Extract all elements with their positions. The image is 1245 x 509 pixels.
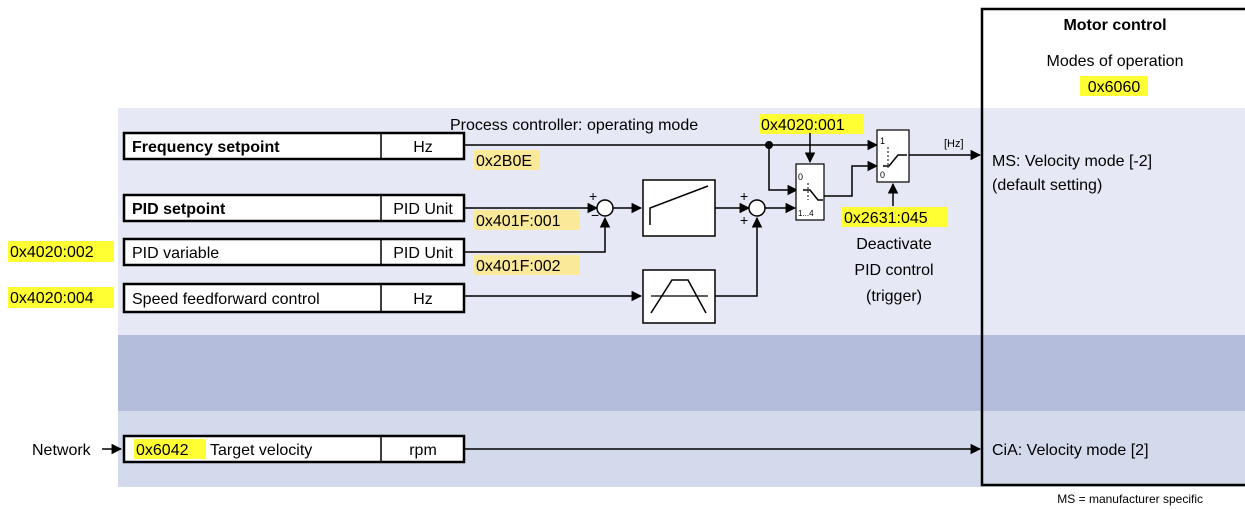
process-controller-label: Process controller: operating mode [450, 117, 698, 134]
ms-velocity-default-label: (default setting) [992, 177, 1102, 194]
speed-feedforward-left-code: 0x4020:004 [10, 290, 94, 307]
pid-setpoint-label: PID setpoint [132, 201, 226, 218]
frequency-setpoint-label: Frequency setpoint [132, 139, 280, 156]
speed-feedforward-left-code-highlight [8, 287, 114, 308]
switch-2 [876, 129, 910, 183]
target-velocity-code: 0x6042 [136, 442, 189, 459]
pid-variable-box [122, 237, 466, 267]
deactivate-code: 0x2631:045 [844, 210, 928, 227]
sum2-plus-sign-b: + [740, 212, 748, 228]
target-velocity-label: Target velocity [210, 442, 312, 459]
hz-tag: [Hz] [944, 138, 964, 150]
frequency-setpoint-code: 0x2B0E [476, 153, 532, 170]
modes-of-operation-label: Modes of operation [1047, 53, 1184, 70]
sum1-minus-sign: − [591, 207, 599, 223]
pid-setpoint-code: 0x401F:001 [476, 213, 561, 230]
deactivate-line1: Deactivate [856, 236, 932, 253]
summing-junction-1 [596, 199, 614, 217]
switch-1 [795, 163, 825, 221]
deactivate-line3: (trigger) [866, 288, 922, 305]
switch2-label-0: 0 [880, 170, 885, 180]
target-velocity-code-highlight [134, 439, 206, 459]
deactivate-code-highlight [842, 207, 948, 227]
frequency-code-highlight [474, 150, 540, 170]
speed-feedforward-unit: Hz [413, 291, 433, 308]
modes-code-highlight [1080, 76, 1148, 96]
pid-setpoint-code-highlight [474, 210, 580, 230]
pid-variable-left-code-highlight [8, 241, 114, 262]
target-velocity-unit: rpm [409, 442, 437, 459]
motor-control-title: Motor control [1063, 17, 1166, 34]
process-controller-code-highlight [759, 114, 863, 134]
pid-variable-code: 0x401F:002 [476, 258, 561, 275]
motor-control-panel [980, 7, 1245, 487]
speed-feedforward-box [122, 282, 466, 314]
switch1-label-0: 0 [798, 172, 803, 182]
cia-velocity-mode-label: CiA: Velocity mode [2] [992, 442, 1149, 459]
pid-controller-block [642, 179, 716, 237]
deactivate-line2: PID control [854, 262, 933, 279]
network-label: Network [32, 442, 92, 459]
speed-feedforward-label: Speed feedforward control [132, 291, 320, 308]
frequency-setpoint-box [122, 131, 466, 161]
switch1-label-1-4: 1...4 [798, 209, 814, 218]
switch2-label-1: 1 [880, 136, 885, 146]
process-controller-code: 0x4020:001 [761, 117, 845, 134]
middle-band [118, 335, 1245, 411]
sum1-plus-sign: + [589, 188, 597, 204]
summing-junction-2 [748, 199, 766, 217]
pid-setpoint-box [122, 193, 466, 223]
sum2-plus-sign-a: + [740, 188, 748, 204]
pid-setpoint-unit: PID Unit [393, 201, 453, 218]
modes-of-operation-code: 0x6060 [1088, 79, 1141, 96]
pid-variable-unit: PID Unit [393, 245, 453, 262]
pid-variable-label: PID variable [132, 245, 219, 262]
frequency-setpoint-unit: Hz [413, 139, 433, 156]
pid-variable-left-code: 0x4020:002 [10, 244, 94, 261]
ms-velocity-mode-label: MS: Velocity mode [-2] [992, 153, 1152, 170]
footnote: MS = manufacturer specific [1057, 492, 1203, 506]
pid-variable-code-highlight [474, 255, 580, 275]
